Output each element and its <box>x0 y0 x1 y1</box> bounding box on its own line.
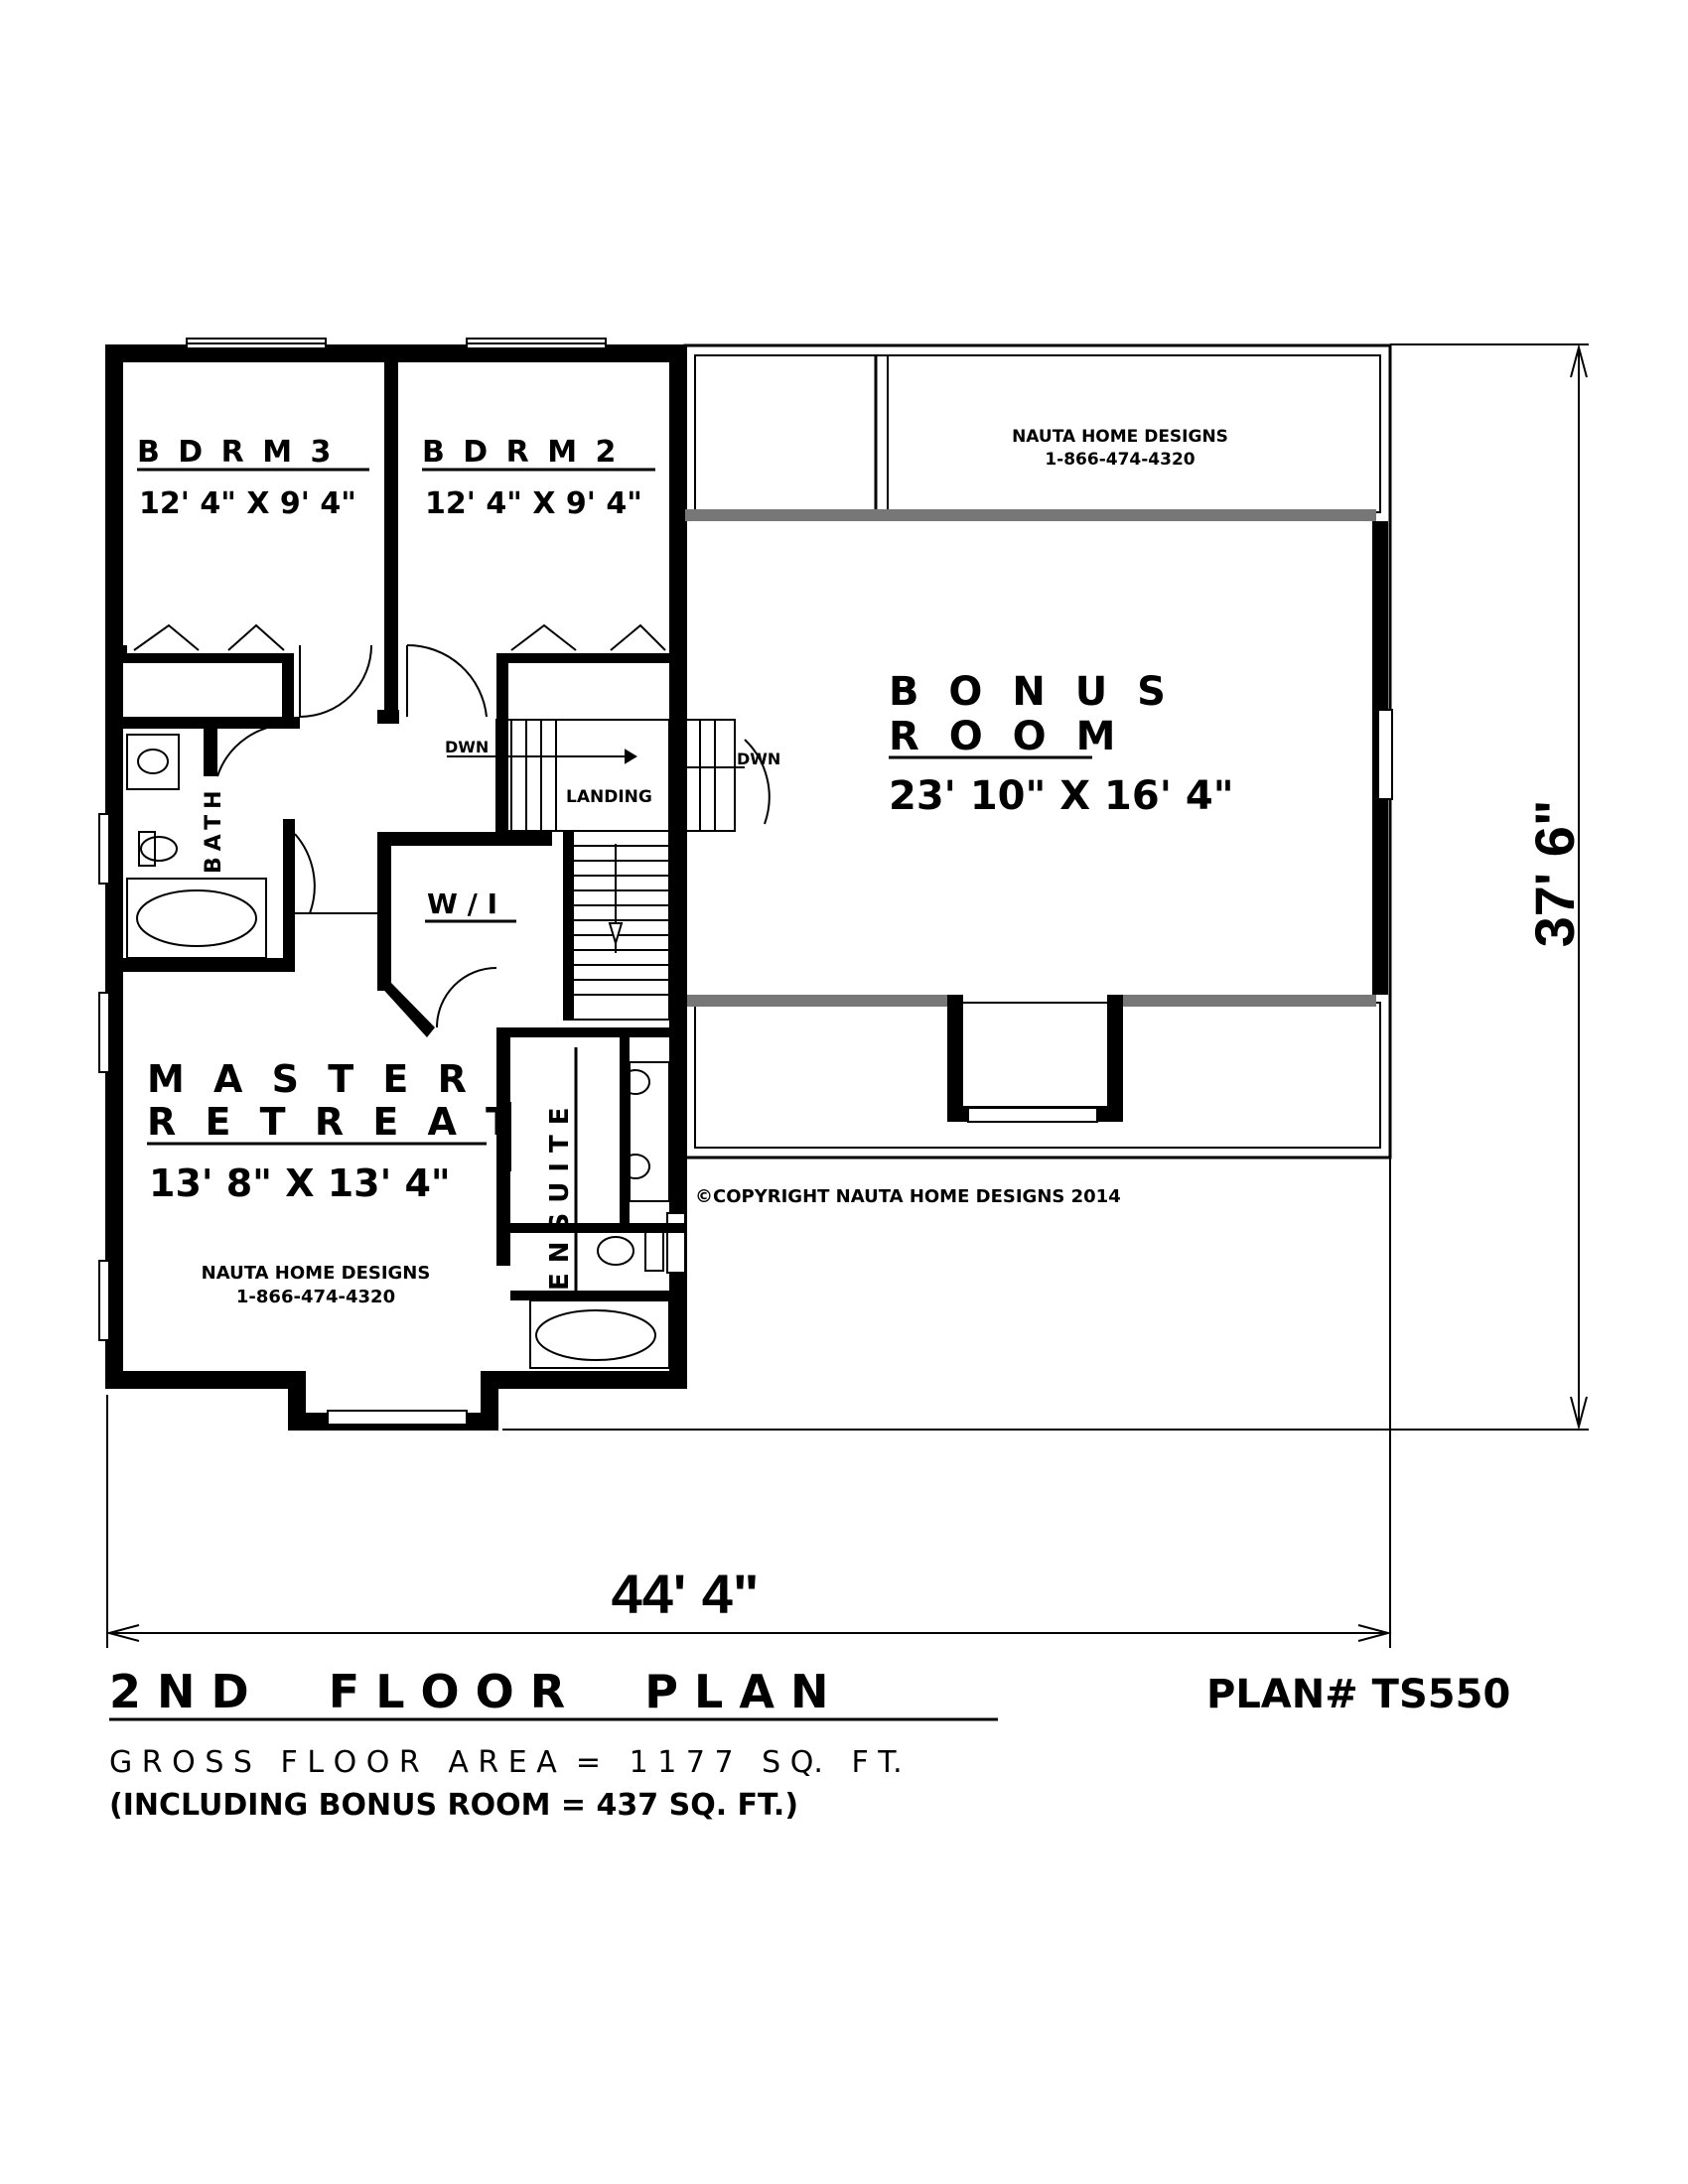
windows <box>98 338 1393 1426</box>
sink-icon <box>621 1154 650 1179</box>
dwn-left-label: DWN <box>445 738 489 756</box>
bathtub-icon <box>136 889 257 947</box>
bonus-line2: R O O M <box>889 714 1123 759</box>
master-line1: M A S T E R <box>147 1057 475 1101</box>
master-line2: R E T R E A T <box>147 1100 519 1144</box>
door-swings <box>133 623 771 1171</box>
bonus-size: 23' 10" X 16' 4" <box>889 773 1234 819</box>
width-dimension: 44' 4" <box>612 1563 760 1625</box>
sink-icon <box>621 1069 650 1095</box>
toilet-icon <box>597 1236 634 1266</box>
footer: 2 N D F L O O R P L A N PLAN# TS550 G R … <box>109 1665 1510 1823</box>
stair-treads-upper <box>510 720 716 831</box>
toilet-icon <box>140 836 178 862</box>
top-credit-phone: 1-866-474-4320 <box>1045 450 1195 470</box>
bdrm3-size: 12' 4" X 9' 4" <box>139 486 356 521</box>
dimension-labels: 44' 4" 37' 6" <box>612 800 1586 1625</box>
master-size: 13' 8" X 13' 4" <box>149 1161 451 1205</box>
depth-dimension: 37' 6" <box>1523 800 1586 948</box>
copyright: ©COPYRIGHT NAUTA HOME DESIGNS 2014 <box>695 1186 1121 1207</box>
bath-label: BATH <box>202 784 226 874</box>
master-credit-company: NAUTA HOME DESIGNS <box>202 1263 431 1284</box>
landing-label: LANDING <box>566 787 652 807</box>
top-credit-company: NAUTA HOME DESIGNS <box>1012 427 1228 447</box>
bathtub-icon <box>535 1309 656 1361</box>
plan-number: PLAN# TS550 <box>1206 1672 1510 1717</box>
master-credit-phone: 1-866-474-4320 <box>236 1287 395 1307</box>
sink-icon <box>126 734 180 790</box>
dwn-right-label: DWN <box>737 750 780 768</box>
bonus-room-area: (INCLUDING BONUS ROOM = 437 SQ. FT.) <box>109 1788 798 1823</box>
staircase <box>447 719 745 1021</box>
room-labels: B D R M 3 12' 4" X 9' 4" B D R M 2 12' 4… <box>137 427 1234 1307</box>
dimension-lines <box>105 343 1589 1648</box>
bdrm2-name: B D R M 2 <box>422 435 620 470</box>
gross-floor-area: G R O S S F L O O R A R E A = 1 1 7 7 S … <box>109 1745 903 1780</box>
bdrm3-name: B D R M 3 <box>137 435 335 470</box>
wi-label: W / I <box>427 887 497 920</box>
interior-walls <box>117 355 685 1300</box>
bdrm2-size: 12' 4" X 9' 4" <box>425 486 642 521</box>
ensuite-label: ENSUITE <box>545 1097 575 1291</box>
plan-title: 2 N D F L O O R P L A N <box>109 1665 828 1718</box>
bonus-line1: B O N U S <box>889 669 1174 715</box>
bath-fixtures <box>126 734 670 1369</box>
